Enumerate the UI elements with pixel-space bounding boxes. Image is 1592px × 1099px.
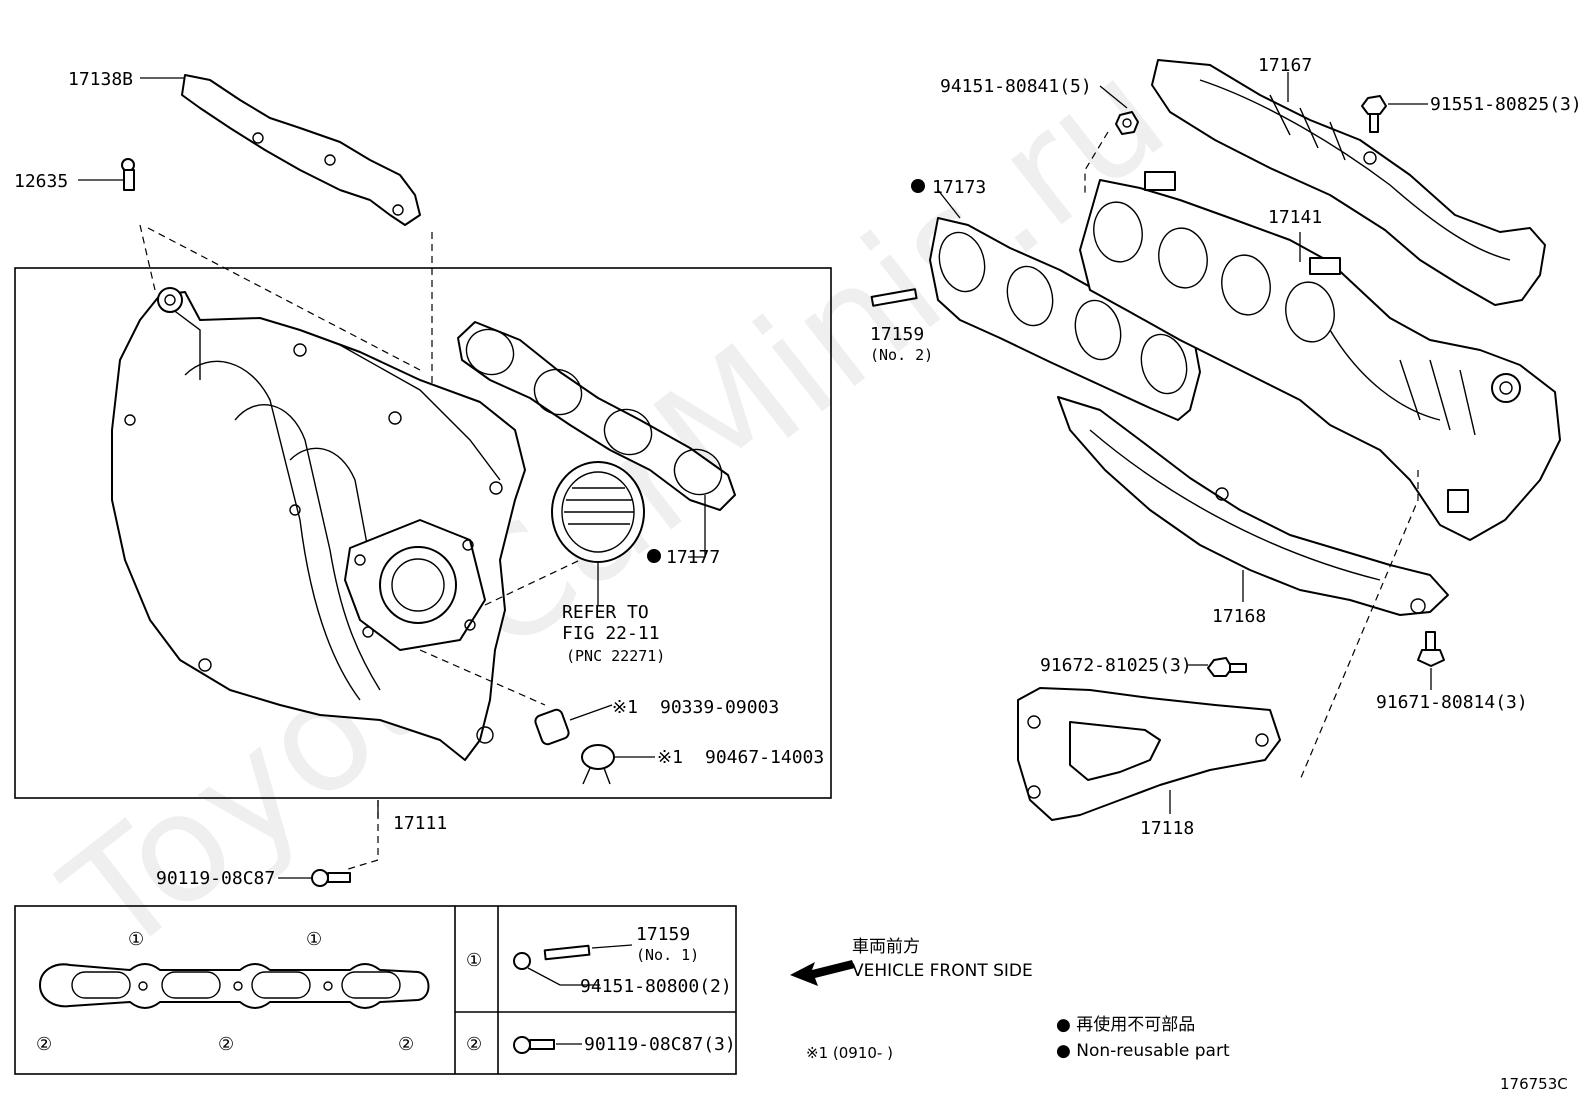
label-17167: 17167 [1258,55,1312,76]
legend-stud-and-nut[interactable] [513,944,591,970]
label-17111: 17111 [393,813,447,834]
part-17118-bracket[interactable] [1017,687,1281,821]
part-17167-heat-insulator[interactable] [1151,59,1546,306]
label-91672: 91672-81025(3) [1040,655,1192,676]
drawing-code: 176753C [1500,1075,1568,1093]
part-12635-stud[interactable] [121,158,135,191]
legend-circle1-a: ① [128,929,144,950]
legend-frame [14,905,737,1075]
label-17177: 17177 [666,547,720,568]
label-91671: 91671-80814(3) [1376,692,1528,713]
part-17138B-bracket[interactable] [181,74,421,226]
front-en: VEHICLE FRONT SIDE [852,961,1033,981]
part-90119-bolt[interactable] [311,869,351,887]
mark-90467: ※1 [657,747,683,768]
label-91551: 91551-80825(3) [1430,94,1582,115]
label-94151-5: 94151-80841(5) [940,76,1092,97]
part-17173-exhaust-gasket[interactable] [929,217,1201,421]
legend-circle2-b: ② [218,1034,234,1055]
label-refer-pnc: (PNC 22271) [566,647,665,665]
label-17141: 17141 [1268,207,1322,228]
legend-row1-marker: ① [466,950,482,971]
part-17168-heat-insulator[interactable] [1057,396,1449,616]
vehicle-front-arrow-icon [790,960,855,986]
label-17168: 17168 [1212,606,1266,627]
legend-bolt[interactable] [513,1036,555,1054]
part-17159-stud-no2[interactable] [870,288,918,307]
legend-label-17159-no1: (No. 1) [636,946,699,964]
label-17118: 17118 [1140,818,1194,839]
label-refer-fig: FIG 22-11 [562,623,660,644]
label-17159: 17159 [870,324,924,345]
part-91671-bolt[interactable] [1417,631,1445,667]
nonreuse-jp: ● 再使用不可部品 [1056,1014,1195,1035]
mark-90339: ※1 [612,697,638,718]
intake-manifold-frame [14,267,832,799]
label-12635: 12635 [14,171,68,192]
part-90339-plug[interactable] [534,708,571,746]
part-91672-bolt[interactable] [1207,657,1247,677]
label-17159-no2: (No. 2) [870,346,933,364]
label-refer-to: REFER TO [562,602,649,623]
legend-circle1-b: ① [306,929,322,950]
nonreuse-en: ● Non-reusable part [1056,1041,1230,1061]
part-17141-exhaust-manifold[interactable] [1079,171,1561,541]
nonreusable-dot-17173 [911,179,925,193]
label-90119-main: 90119-08C87 [156,868,275,889]
front-jp: 車両前方 [852,937,920,957]
legend-circle2-c: ② [398,1034,414,1055]
label-90467: 90467-14003 [705,747,824,768]
label-90339: 90339-09003 [660,697,779,718]
nonreusable-dot-17177 [647,549,661,563]
part-91551-bolt[interactable] [1361,95,1387,133]
legend-label-94151: 94151-80800(2) [580,976,732,997]
date-note: ※1 (0910- ) [806,1044,893,1062]
legend-circle2-a: ② [36,1034,52,1055]
legend-gasket-outline [39,963,430,1009]
part-94151-nut[interactable] [1115,111,1139,135]
label-17173: 17173 [932,177,986,198]
throttle-body-gasket[interactable] [551,461,645,563]
part-90467-clip[interactable] [581,744,615,785]
legend-label-17159: 17159 [636,924,690,945]
label-17138B: 17138B [68,69,133,90]
legend-label-90119: 90119-08C87(3) [584,1034,736,1055]
legend-row2-marker: ② [466,1034,482,1055]
part-17111-intake-manifold[interactable] [111,287,526,761]
